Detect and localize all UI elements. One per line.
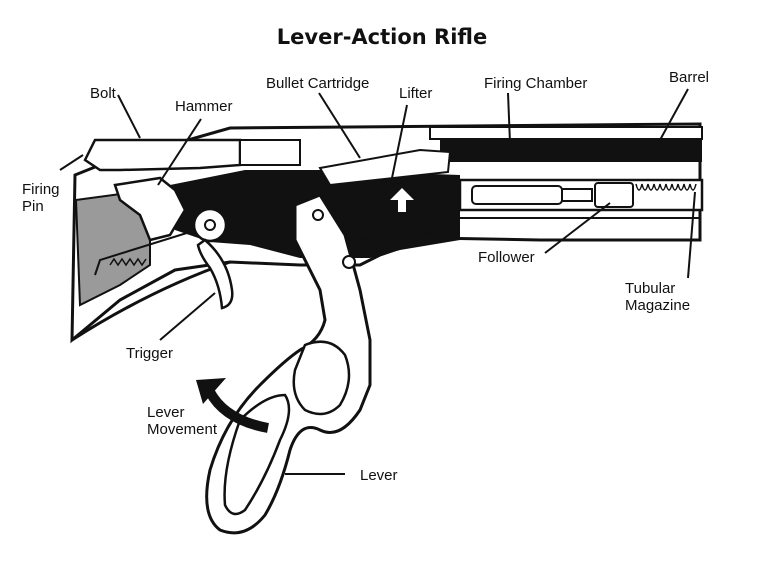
label-lifter: Lifter [399, 85, 433, 102]
label-hammer: Hammer [175, 98, 233, 115]
label-barrel: Barrel [669, 69, 710, 86]
trigger-part [196, 238, 234, 310]
barrel-top [429, 126, 703, 140]
firing-chamber-band [440, 140, 702, 162]
leader-lines [59, 88, 696, 475]
hammer-part [113, 176, 187, 242]
follower-part [594, 182, 634, 208]
magazine-spring [635, 183, 697, 191]
lifter-part [328, 178, 451, 242]
label-follower: Follower [478, 249, 535, 266]
lifter-arrow [390, 188, 414, 212]
bullet-cartridge-part [318, 148, 452, 187]
diagram-title: Lever-Action Rifle [276, 25, 488, 49]
mainspring [94, 231, 191, 276]
label-bolt: Bolt [90, 85, 116, 102]
lever-loop [292, 340, 351, 416]
label-bullet-cartridge: Bullet Cartridge [266, 75, 370, 92]
bolt-part [83, 138, 242, 172]
label-tubular-magazine: Tubular Magazine [625, 280, 691, 314]
label-lever: Lever [360, 467, 398, 484]
magazine-cartridge [471, 185, 563, 205]
label-firing-chamber: Firing Chamber [484, 75, 588, 92]
label-firing-pin: Firing Pin [22, 181, 60, 215]
label-lever-movement: Lever Movement [147, 404, 218, 438]
lever-movement-arrow [205, 389, 269, 433]
label-trigger: Trigger [126, 345, 173, 362]
